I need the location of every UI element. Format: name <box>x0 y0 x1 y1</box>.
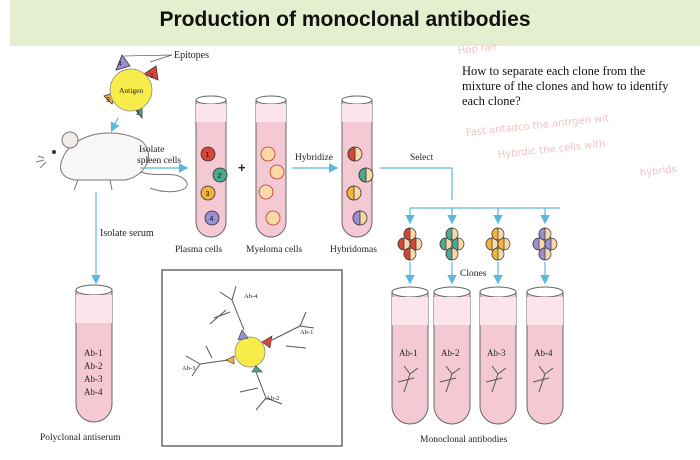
monoclonal-tube-2: Ab-2 <box>433 286 471 425</box>
spleen-cells-label: spleen cells <box>137 156 181 166</box>
clone-4 <box>532 227 558 261</box>
antibody-binding-inset: Ab-4 Ab-1 Ab-3 Ab-2 <box>161 269 343 447</box>
monoclonal-tube-4: Ab-4 <box>526 286 564 425</box>
question-text: How to separate each clone from the mixt… <box>462 64 669 108</box>
flow-arrows <box>91 163 560 285</box>
epitope-4-shape <box>115 54 131 71</box>
plus-sign: + <box>238 160 246 175</box>
antigen-label: Antigen <box>119 86 143 95</box>
polyclonal-antiserum-label: Polyclonal antiserum <box>40 433 121 443</box>
monoclonal-tube-1: Ab-1 <box>391 286 429 425</box>
monoclonal-antibodies-label: Monoclonal antibodies <box>420 435 508 445</box>
isolate-label: Isolate <box>139 145 164 155</box>
cell-number: 4 <box>210 216 214 223</box>
epitope-number: 4 <box>118 61 122 68</box>
cell-number: 1 <box>206 152 210 159</box>
hybridomas-label: Hybridomas <box>330 245 377 255</box>
clone-1 <box>397 227 423 261</box>
epitope-1-shape <box>143 65 159 81</box>
arrow-select <box>380 167 453 200</box>
cell-number: 2 <box>218 173 222 180</box>
hybridomas-tube <box>341 95 374 238</box>
isolate-serum-label: Isolate serum <box>100 228 154 239</box>
title-band <box>10 0 700 46</box>
clones-label: Clones <box>460 269 487 279</box>
cell-number: 3 <box>206 191 210 198</box>
inset-label: Ab-1 <box>300 329 313 336</box>
mouse-icon <box>35 131 188 193</box>
tube-content: Ab-3 <box>84 374 103 384</box>
clone-clusters <box>397 227 558 261</box>
epitope-number: 3 <box>106 97 110 104</box>
epitope-number: 1 <box>150 73 154 80</box>
clone-3 <box>485 227 511 261</box>
tube-content: Ab-2 <box>84 361 103 371</box>
antigen-group: Antigen 4 1 3 2 Epitopes <box>103 50 209 133</box>
inset-label: Ab-4 <box>244 293 258 300</box>
myeloma-cells-tube <box>255 95 287 238</box>
antigen-circle <box>109 68 153 112</box>
inset-label: Ab-3 <box>182 365 195 372</box>
epitopes-label: Epitopes <box>174 50 209 61</box>
myeloma-cells-label: Myeloma cells <box>246 245 302 255</box>
tube-content: Ab-4 <box>84 387 103 397</box>
inset-label: Ab-2 <box>266 395 279 402</box>
page-title: Production of monoclonal antibodies <box>159 8 531 31</box>
clone-2 <box>439 227 465 261</box>
tube-content: Ab-1 <box>84 348 103 358</box>
monoclonal-tube-3: Ab-3 <box>479 286 517 425</box>
tube-label: Ab-3 <box>487 348 506 358</box>
tube-label: Ab-1 <box>399 348 418 358</box>
epitope-number: 2 <box>136 110 140 117</box>
hybridize-label: Hybridize <box>295 153 333 163</box>
polyclonal-tube: Ab-1 Ab-2 Ab-3 Ab-4 <box>75 284 113 423</box>
select-label: Select <box>410 153 434 163</box>
plasma-cells-tube: 1 2 3 4 <box>195 95 228 238</box>
monoclonal-tubes: Ab-1 Ab-2 Ab-3 Ab-4 <box>391 286 564 425</box>
tube-label: Ab-2 <box>441 348 460 358</box>
plasma-cells-label: Plasma cells <box>175 245 223 255</box>
tube-label: Ab-4 <box>534 348 553 358</box>
